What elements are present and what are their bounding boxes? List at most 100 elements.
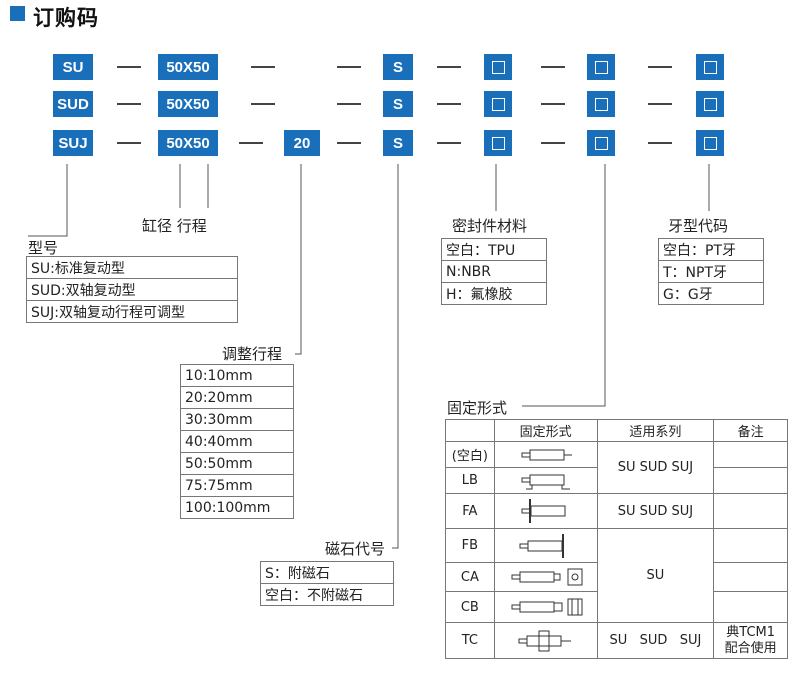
cylinder-tc-icon bbox=[518, 630, 571, 651]
mount-drawing bbox=[493, 467, 598, 494]
option-code-box bbox=[484, 54, 512, 80]
thread-option: 空白：PT牙 bbox=[658, 238, 764, 261]
option-code-box bbox=[587, 91, 615, 117]
separator-dash bbox=[337, 66, 361, 68]
separator-dash bbox=[251, 103, 275, 105]
separator-dash bbox=[337, 103, 361, 105]
mount-drawing bbox=[493, 441, 598, 468]
mount-drawing bbox=[493, 622, 598, 659]
separator-dash bbox=[337, 142, 361, 144]
separator-dash bbox=[437, 66, 461, 68]
separator-dash bbox=[648, 103, 672, 105]
mount-drawing bbox=[493, 493, 598, 529]
adjust-option: 30:30mm bbox=[180, 408, 294, 431]
mount-series: SU SUD SUJ bbox=[596, 441, 715, 494]
thread-option: G：G牙 bbox=[658, 282, 764, 305]
series-code-box: SUJ bbox=[53, 130, 93, 156]
mount-header-series: 适用系列 bbox=[596, 419, 715, 442]
mount-code: FB bbox=[445, 528, 495, 563]
separator-dash bbox=[437, 103, 461, 105]
cylinder-ca-icon bbox=[511, 568, 583, 586]
cylinder-fb-icon bbox=[519, 533, 564, 558]
separator-dash bbox=[648, 66, 672, 68]
mount-header-type: 固定形式 bbox=[493, 419, 598, 442]
blank-square-icon bbox=[491, 136, 505, 150]
cylinder-fa-icon bbox=[521, 499, 566, 523]
mount-code: (空白) bbox=[445, 441, 495, 468]
bore-stroke-box: 50X50 bbox=[158, 54, 218, 80]
mount-code: CB bbox=[445, 591, 495, 623]
magnet-table: S：附磁石空白：不附磁石 bbox=[260, 561, 394, 606]
blank-square-icon bbox=[594, 136, 608, 150]
blank-square-icon bbox=[703, 60, 717, 74]
mount-series: SU SUD SUJ bbox=[596, 493, 715, 529]
mount-series: SU bbox=[596, 528, 715, 623]
magnet-code-box: S bbox=[383, 130, 413, 156]
magnet-label: 磁石代号 bbox=[325, 540, 386, 558]
mount-table: 固定形式 适用系列 备注 (空白) SU SUD SUJ LB FA SU SU… bbox=[445, 419, 788, 659]
seal-option: 空白：TPU bbox=[441, 238, 547, 261]
title-marker bbox=[10, 6, 25, 21]
separator-dash bbox=[541, 66, 565, 68]
blank-square-icon bbox=[491, 97, 505, 111]
separator-dash bbox=[541, 142, 565, 144]
adjust-option: 20:20mm bbox=[180, 386, 294, 409]
separator-dash bbox=[437, 142, 461, 144]
blank-square-icon bbox=[594, 60, 608, 74]
seal-option: H：氟橡胶 bbox=[441, 282, 547, 305]
separator-dash bbox=[117, 103, 141, 105]
mount-drawing bbox=[493, 562, 598, 592]
mount-code: LB bbox=[445, 467, 495, 494]
bore-stroke-label: 缸径 行程 bbox=[142, 217, 207, 235]
adjust-option: 40:40mm bbox=[180, 430, 294, 453]
mount-header-note: 备注 bbox=[713, 419, 788, 442]
adjust-option: 75:75mm bbox=[180, 474, 294, 497]
magnet-option: S：附磁石 bbox=[260, 561, 394, 584]
blank-square-icon bbox=[491, 60, 505, 74]
blank-square-icon bbox=[703, 97, 717, 111]
separator-dash bbox=[541, 103, 565, 105]
type-label: 型号 bbox=[28, 239, 59, 257]
magnet-code-box: S bbox=[383, 91, 413, 117]
option-code-box bbox=[696, 54, 724, 80]
adjust-stroke-box: 20 bbox=[284, 130, 320, 156]
mount-label: 固定形式 bbox=[447, 399, 508, 417]
blank-square-icon bbox=[594, 97, 608, 111]
mount-drawing bbox=[493, 528, 598, 563]
seal-label: 密封件材料 bbox=[452, 217, 528, 235]
cylinder-blank-icon bbox=[521, 449, 572, 460]
magnet-code-box: S bbox=[383, 54, 413, 80]
option-code-box bbox=[696, 130, 724, 156]
magnet-option: 空白：不附磁石 bbox=[260, 583, 394, 606]
option-code-box bbox=[696, 91, 724, 117]
option-code-box bbox=[484, 130, 512, 156]
cylinder-cb-icon bbox=[511, 598, 583, 616]
separator-dash bbox=[648, 142, 672, 144]
type-option: SUJ:双轴复动行程可调型 bbox=[26, 300, 238, 323]
option-code-box bbox=[587, 54, 615, 80]
mount-code: CA bbox=[445, 562, 495, 592]
type-option: SUD:双轴复动型 bbox=[26, 278, 238, 301]
type-option: SU:标准复动型 bbox=[26, 256, 238, 279]
mount-code: TC bbox=[445, 622, 495, 659]
separator-dash bbox=[117, 142, 141, 144]
separator-dash bbox=[117, 66, 141, 68]
blank-square-icon bbox=[703, 136, 717, 150]
bore-stroke-box: 50X50 bbox=[158, 91, 218, 117]
adjust-option: 10:10mm bbox=[180, 364, 294, 387]
adjust-option: 100:100mm bbox=[180, 496, 294, 519]
mount-code: FA bbox=[445, 493, 495, 529]
adjust-label: 调整行程 bbox=[222, 345, 283, 363]
separator-dash bbox=[239, 142, 263, 144]
adjust-option: 50:50mm bbox=[180, 452, 294, 475]
thread-label: 牙型代码 bbox=[668, 217, 729, 235]
mount-series: SU SUD SUJ bbox=[596, 622, 715, 659]
option-code-box bbox=[484, 91, 512, 117]
series-code-box: SUD bbox=[53, 91, 93, 117]
